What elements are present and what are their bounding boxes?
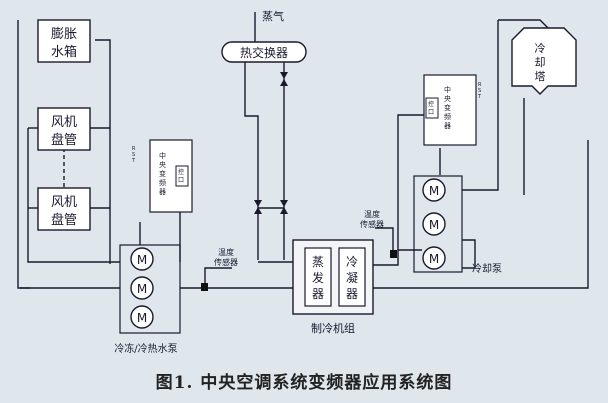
vfd-right: 控 口 中 央 变 频 器 R S T	[423, 74, 482, 146]
evaporator-char-1: 蒸	[312, 255, 324, 269]
vfd-right-t: T	[477, 94, 482, 100]
chilled-water-pump-group: M M M 冷冻/冷热水泵	[114, 244, 181, 355]
vfd-left-char-2: 央	[159, 160, 166, 169]
fan-coil-2-label-1: 风机	[51, 195, 77, 210]
cooling-tower-char-2: 却	[535, 56, 546, 69]
vfd-right-char-5: 器	[444, 122, 451, 130]
evaporator-char-2: 发	[312, 270, 324, 285]
chw-pump-3: M	[130, 305, 154, 329]
cooling-tower: 冷 却 塔	[511, 27, 577, 95]
chw-pump-1-symbol: M	[137, 253, 147, 267]
fan-coil-unit-2: 风机 盘管	[37, 187, 91, 231]
chw-pump-3-symbol: M	[137, 311, 147, 325]
fan-coil-2-label-2: 盘管	[51, 212, 77, 228]
temp-sensor-left-label-1: 温度	[218, 247, 234, 257]
expansion-tank: 膨胀 水箱	[37, 19, 91, 63]
chiller-unit: 蒸 发 器 冷 凝 器 制冷机组	[292, 239, 374, 335]
valves	[254, 72, 288, 214]
condenser-char-1: 冷	[346, 255, 358, 269]
vfd-left-char-1: 中	[159, 151, 166, 160]
vfd-right-r: R	[478, 82, 482, 88]
chw-pump-1: M	[130, 247, 154, 271]
cooling-tower-char-3: 塔	[535, 70, 546, 83]
vfd-left-char-5: 器	[159, 188, 166, 196]
cooling-tower-char-1: 冷	[535, 42, 546, 55]
temp-sensor-left: 温度 传感器	[201, 247, 238, 291]
vfd-left: 控 口 中 央 变 频 器 R S T	[131, 139, 193, 213]
expansion-tank-label-2: 水箱	[51, 44, 77, 60]
vfd-left-char-4: 频	[159, 178, 166, 187]
cooling-pump-2: M	[422, 212, 446, 236]
condenser-char-2: 凝	[346, 270, 358, 285]
cooling-pump-group: M M M 冷却泵	[413, 175, 502, 275]
vfd-left-r: R	[132, 146, 136, 152]
vfd-left-ctrl-2: 口	[178, 177, 184, 184]
pipe-network	[17, 12, 589, 289]
heat-exchanger-label: 热交换器	[240, 45, 288, 60]
steam-label: 蒸气	[262, 9, 284, 23]
cooling-pump-1: M	[422, 178, 446, 202]
fan-coil-unit-1: 风机 盘管	[37, 107, 91, 151]
vfd-right-ctrl-2: 口	[428, 109, 434, 116]
chw-pump-2-symbol: M	[137, 282, 147, 296]
vfd-right-s: S	[478, 88, 481, 94]
chw-pump-label: 冷冻/冷热水泵	[114, 342, 177, 355]
vfd-right-char-4: 频	[444, 112, 451, 121]
cooling-pump-3: M	[422, 246, 446, 270]
temp-sensor-right: 温度 传感器	[360, 209, 397, 258]
condenser-char-3: 器	[346, 287, 358, 301]
vfd-left-char-3: 变	[159, 169, 166, 178]
cooling-pump-label: 冷却泵	[472, 262, 502, 275]
fan-coil-1-label-1: 风机	[51, 115, 77, 130]
temp-sensor-left-label-2: 传感器	[214, 257, 238, 267]
vfd-left-ctrl-1: 控	[178, 168, 184, 176]
cooling-pump-2-symbol: M	[429, 218, 439, 232]
vfd-right-char-2: 央	[444, 94, 451, 103]
temp-sensor-right-label-2: 传感器	[360, 219, 384, 229]
fan-coil-1-label-2: 盘管	[51, 132, 77, 148]
heat-exchanger: 热交换器	[221, 41, 307, 63]
cooling-pump-1-symbol: M	[429, 184, 439, 198]
vfd-right-char-1: 中	[444, 85, 451, 94]
temp-sensor-right-label-1: 温度	[364, 209, 380, 219]
vfd-left-s: S	[132, 152, 135, 158]
chiller-unit-label: 制冷机组	[311, 321, 355, 335]
evaporator-char-3: 器	[312, 287, 324, 301]
cooling-pump-3-symbol: M	[429, 252, 439, 266]
vfd-left-t: T	[131, 158, 136, 164]
expansion-tank-label-1: 膨胀	[51, 27, 77, 42]
chw-pump-2: M	[130, 276, 154, 300]
vfd-right-ctrl-1: 控	[428, 100, 434, 108]
figure-caption: 图1. 中央空调系统变频器应用系统图	[155, 373, 453, 393]
vfd-right-char-3: 变	[444, 103, 451, 112]
